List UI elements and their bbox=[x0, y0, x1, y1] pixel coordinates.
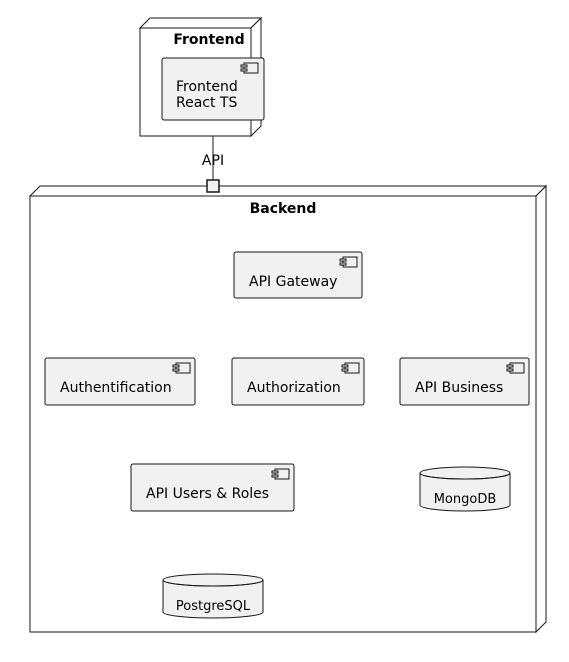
authentification-label: Authentification bbox=[60, 380, 172, 396]
api-port[interactable]: API bbox=[202, 153, 224, 193]
authorization-component[interactable]: Authorization bbox=[231, 357, 365, 406]
api-users-roles-component[interactable]: API Users & Roles bbox=[130, 463, 295, 512]
authorization-label: Authorization bbox=[247, 380, 341, 396]
postgresql-database[interactable]: PostgreSQL bbox=[162, 573, 264, 619]
api-gateway-label: API Gateway bbox=[249, 274, 337, 290]
frontend-component-label-line1: Frontend bbox=[176, 79, 238, 95]
database-icon bbox=[419, 466, 511, 512]
mongodb-label: MongoDB bbox=[434, 492, 497, 507]
component-icon bbox=[240, 62, 259, 74]
api-business-label: API Business bbox=[415, 380, 503, 396]
frontend-node-title: Frontend bbox=[173, 32, 244, 48]
api-gateway-component[interactable]: API Gateway bbox=[233, 251, 363, 299]
api-business-component[interactable]: API Business bbox=[399, 357, 530, 406]
component-icon bbox=[271, 468, 290, 480]
component-icon bbox=[506, 362, 525, 374]
api-users-roles-label: API Users & Roles bbox=[146, 486, 269, 502]
component-icon bbox=[339, 256, 358, 268]
api-port-label: API bbox=[202, 153, 224, 169]
frontend-component-label-line2: React TS bbox=[176, 95, 237, 111]
authentification-component[interactable]: Authentification bbox=[44, 357, 196, 406]
mongodb-database[interactable]: MongoDB bbox=[419, 466, 511, 512]
component-icon bbox=[341, 362, 360, 374]
database-icon bbox=[162, 573, 264, 619]
frontend-react-component[interactable]: Frontend React TS bbox=[161, 57, 265, 121]
postgresql-label: PostgreSQL bbox=[176, 599, 251, 614]
backend-node-title: Backend bbox=[250, 201, 317, 217]
component-icon bbox=[172, 362, 191, 374]
